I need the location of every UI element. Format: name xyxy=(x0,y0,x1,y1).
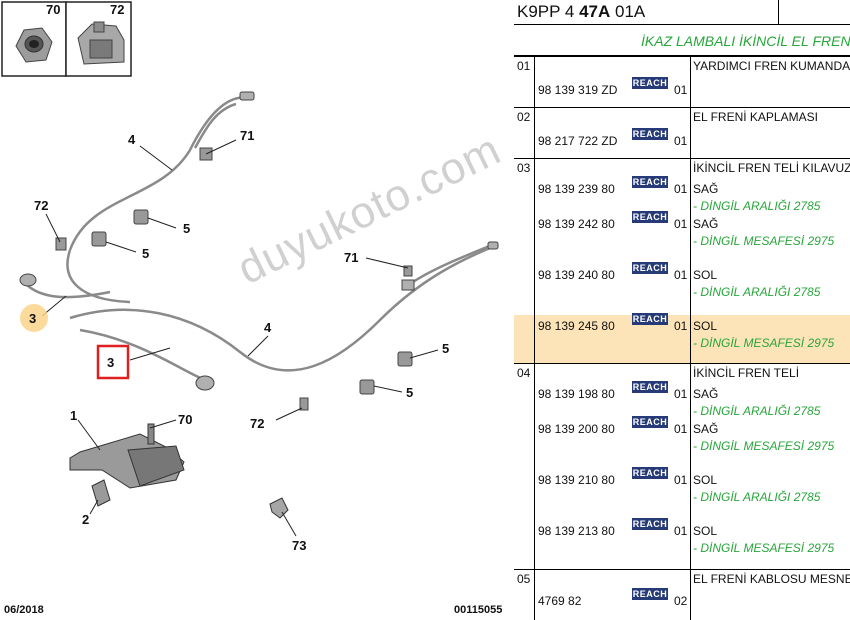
quantity: 02 xyxy=(674,594,688,608)
row-note: - DİNGİL ARALIĞI 2785 xyxy=(693,404,821,418)
reach-badge: REACH xyxy=(632,77,668,89)
section-number: 02 xyxy=(517,110,531,124)
table-header: K9PP 4 47A 01A xyxy=(514,0,850,25)
table-title: İKAZ LAMBALI İKİNCİL EL FRENİ xyxy=(514,25,850,57)
callout-1: 1 xyxy=(70,408,77,423)
quantity: 01 xyxy=(674,473,688,487)
callout-71: 71 xyxy=(344,250,358,265)
row-note: - DİNGİL ARALIĞI 2785 xyxy=(693,285,821,299)
part-number[interactable]: 98 139 240 80 xyxy=(538,268,615,282)
leader-lines xyxy=(41,139,439,537)
row-note: - DİNGİL MESAFESİ 2975 xyxy=(693,541,835,555)
callout-3: 3 xyxy=(107,355,114,370)
reach-badge: REACH xyxy=(632,518,668,530)
quantity: 01 xyxy=(674,134,688,148)
row-description: SOL xyxy=(693,473,718,487)
row-description: SOL xyxy=(693,319,718,333)
quantity: 01 xyxy=(674,524,688,538)
part-number[interactable]: 98 139 239 80 xyxy=(538,182,615,196)
quantity: 01 xyxy=(674,83,688,97)
reach-badge: REACH xyxy=(632,588,668,600)
row-description: SAĞ xyxy=(693,422,719,436)
part-number[interactable]: 98 217 722 ZD xyxy=(538,134,618,148)
section-title: İKİNCİL FREN TELİ xyxy=(693,366,800,380)
reach-badge: REACH xyxy=(632,176,668,188)
callout-70: 70 xyxy=(178,412,192,427)
brake-cable-upper[interactable] xyxy=(66,96,251,304)
section-title: İKİNCİL FREN TELİ KILAVUZU xyxy=(693,161,850,175)
callout-3-highlight[interactable] xyxy=(20,304,48,332)
row-description: SAĞ xyxy=(693,387,719,401)
row-description: SAĞ xyxy=(693,217,719,231)
footer-date: 06/2018 xyxy=(4,604,44,616)
quantity: 01 xyxy=(674,268,688,282)
section-title: EL FRENİ KAPLAMASI xyxy=(693,110,818,124)
group-code: K9PP 4 47A 01A xyxy=(517,2,646,21)
callout-73: 73 xyxy=(292,538,306,553)
part-number[interactable]: 98 139 245 80 xyxy=(538,319,615,333)
inset-label-70: 70 xyxy=(46,2,60,17)
part-number[interactable]: 98 139 200 80 xyxy=(538,422,615,436)
reach-badge: REACH xyxy=(632,211,668,223)
bracket-part-icon xyxy=(269,497,289,519)
part-number[interactable]: 98 139 213 80 xyxy=(538,524,615,538)
row-note: - DİNGİL ARALIĞI 2785 xyxy=(693,490,821,504)
callout-3-selected[interactable] xyxy=(96,344,130,380)
reach-badge: REACH xyxy=(632,128,668,140)
callout-4: 4 xyxy=(128,132,136,147)
part-number[interactable]: 98 139 198 80 xyxy=(538,387,615,401)
reach-badge: REACH xyxy=(632,467,668,479)
quantity: 01 xyxy=(674,182,688,196)
row-note: - DİNGİL ARALIĞI 2785 xyxy=(693,199,821,213)
callout-2: 2 xyxy=(82,512,89,527)
row-description: SOL xyxy=(693,268,718,282)
row-description: SOL xyxy=(693,524,718,538)
callout-5: 5 xyxy=(142,246,149,261)
quantity: 01 xyxy=(674,319,688,333)
row-description: SAĞ xyxy=(693,182,719,196)
quantity: 01 xyxy=(674,387,688,401)
section-title: YARDIMCI FREN KUMANDASI xyxy=(693,59,850,73)
row-note: - DİNGİL MESAFESİ 2975 xyxy=(693,336,835,350)
section-number: 03 xyxy=(517,161,531,175)
callout-5: 5 xyxy=(183,221,190,236)
inset-label-72: 72 xyxy=(110,2,124,17)
cover-part-icon xyxy=(91,479,111,507)
reach-badge: REACH xyxy=(632,262,668,274)
clip-icon xyxy=(77,21,125,65)
section-number: 05 xyxy=(517,572,531,586)
parts-diagram: 70 72 xyxy=(1,1,502,616)
header-box xyxy=(778,0,850,24)
row-note: - DİNGİL MESAFESİ 2975 xyxy=(693,439,835,453)
nut-icon xyxy=(15,27,53,63)
part-number[interactable]: 98 139 210 80 xyxy=(538,473,615,487)
callout-3: 3 xyxy=(29,311,36,326)
callout-4: 4 xyxy=(264,320,272,335)
callout-5: 5 xyxy=(406,385,413,400)
footer-ref: 00115055 xyxy=(454,604,502,616)
brake-cable-lower[interactable] xyxy=(23,243,496,382)
quantity: 01 xyxy=(674,217,688,231)
handbrake-lever-icon[interactable] xyxy=(69,423,185,489)
section-title: EL FRENİ KABLOSU MESNEDİ xyxy=(693,572,850,586)
highlighted-row xyxy=(514,315,850,363)
callout-72: 72 xyxy=(34,198,48,213)
part-number[interactable]: 4769 82 xyxy=(538,594,582,608)
section-number: 01 xyxy=(517,59,531,73)
callout-71: 71 xyxy=(240,128,254,143)
cable-end-fittings xyxy=(19,91,499,391)
quantity: 01 xyxy=(674,422,688,436)
reach-badge: REACH xyxy=(632,416,668,428)
part-number[interactable]: 98 139 242 80 xyxy=(538,217,615,231)
reach-badge: REACH xyxy=(632,313,668,325)
part-number[interactable]: 98 139 319 ZD xyxy=(538,83,618,97)
parts-table: K9PP 4 47A 01A İKAZ LAMBALI İKİNCİL EL F… xyxy=(514,0,850,620)
row-note: - DİNGİL MESAFESİ 2975 xyxy=(693,234,835,248)
callout-5: 5 xyxy=(442,341,449,356)
section-number: 04 xyxy=(517,366,531,380)
reach-badge: REACH xyxy=(632,381,668,393)
callout-72: 72 xyxy=(250,416,264,431)
